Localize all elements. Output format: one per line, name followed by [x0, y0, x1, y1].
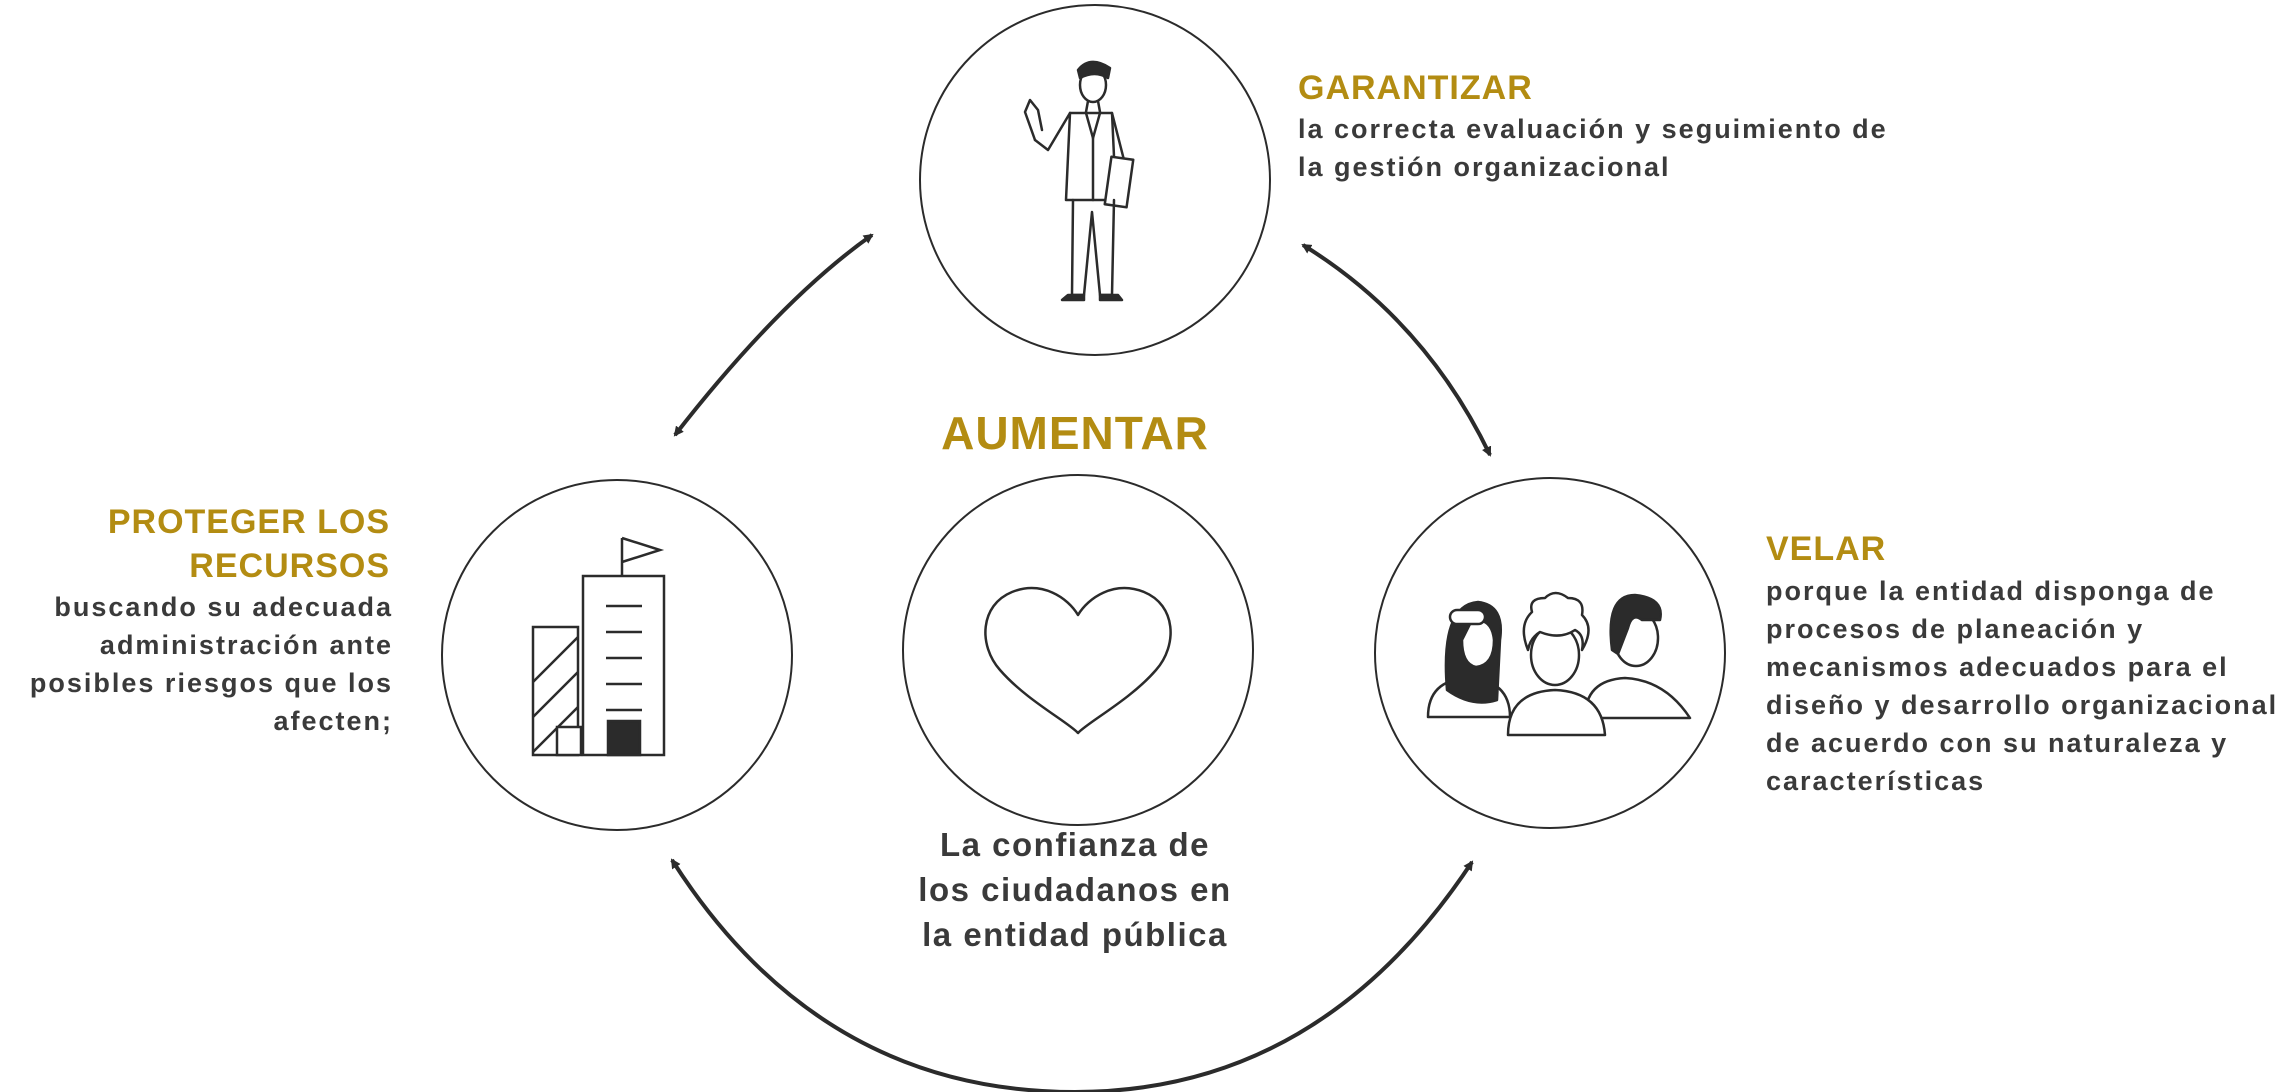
center-node-circle [902, 474, 1254, 826]
center-description-line: los ciudadanos en [918, 871, 1232, 908]
left-description-line: afecten; [273, 706, 393, 736]
top-heading: GARANTIZAR [1298, 69, 1533, 107]
left-description-line: buscando su adecuada [54, 592, 393, 622]
right-description-line: de acuerdo con su naturaleza y [1766, 728, 2229, 758]
top-description: la correcta evaluación y seguimiento de … [1298, 110, 1938, 186]
left-heading-line: RECURSOS [189, 547, 390, 585]
people-group-icon [1426, 591, 1692, 737]
right-description-line: características [1766, 766, 1986, 796]
center-heading: AUMENTAR [941, 407, 1209, 459]
arrow-left-top [673, 233, 874, 437]
arrow-left-right-bottom [670, 858, 1474, 1092]
right-heading: VELAR [1766, 530, 1887, 568]
top-node-circle [919, 4, 1271, 356]
arrow-top-right [1301, 243, 1492, 457]
left-node-circle [441, 479, 793, 831]
heart-icon [984, 586, 1172, 735]
right-description: porque la entidad disponga de procesos d… [1766, 572, 2295, 800]
center-description-line: la entidad pública [922, 916, 1228, 953]
right-description-line: procesos de planeación y [1766, 614, 2145, 644]
right-description-line: mecanismos adecuados para el [1766, 652, 2229, 682]
center-description-line: La confianza de [939, 826, 1211, 863]
right-description-line: porque la entidad disponga de [1766, 576, 2216, 606]
left-description: buscando su adecuada administración ante… [10, 588, 393, 740]
buildings-icon [531, 536, 666, 757]
right-node-circle [1374, 477, 1726, 829]
left-description-line: posibles riesgos que los [29, 668, 393, 698]
businessman-icon [1023, 60, 1135, 302]
left-heading-line: PROTEGER LOS [107, 503, 390, 541]
left-description-line: administración ante [99, 630, 393, 660]
top-description-line: la gestión organizacional [1298, 152, 1671, 182]
left-heading: PROTEGER LOS RECURSOS [10, 500, 390, 588]
center-description: La confianza de los ciudadanos en la ent… [900, 822, 1250, 957]
right-description-line: diseño y desarrollo organizacional [1766, 690, 2279, 720]
top-description-line: la correcta evaluación y seguimiento de [1298, 114, 1888, 144]
